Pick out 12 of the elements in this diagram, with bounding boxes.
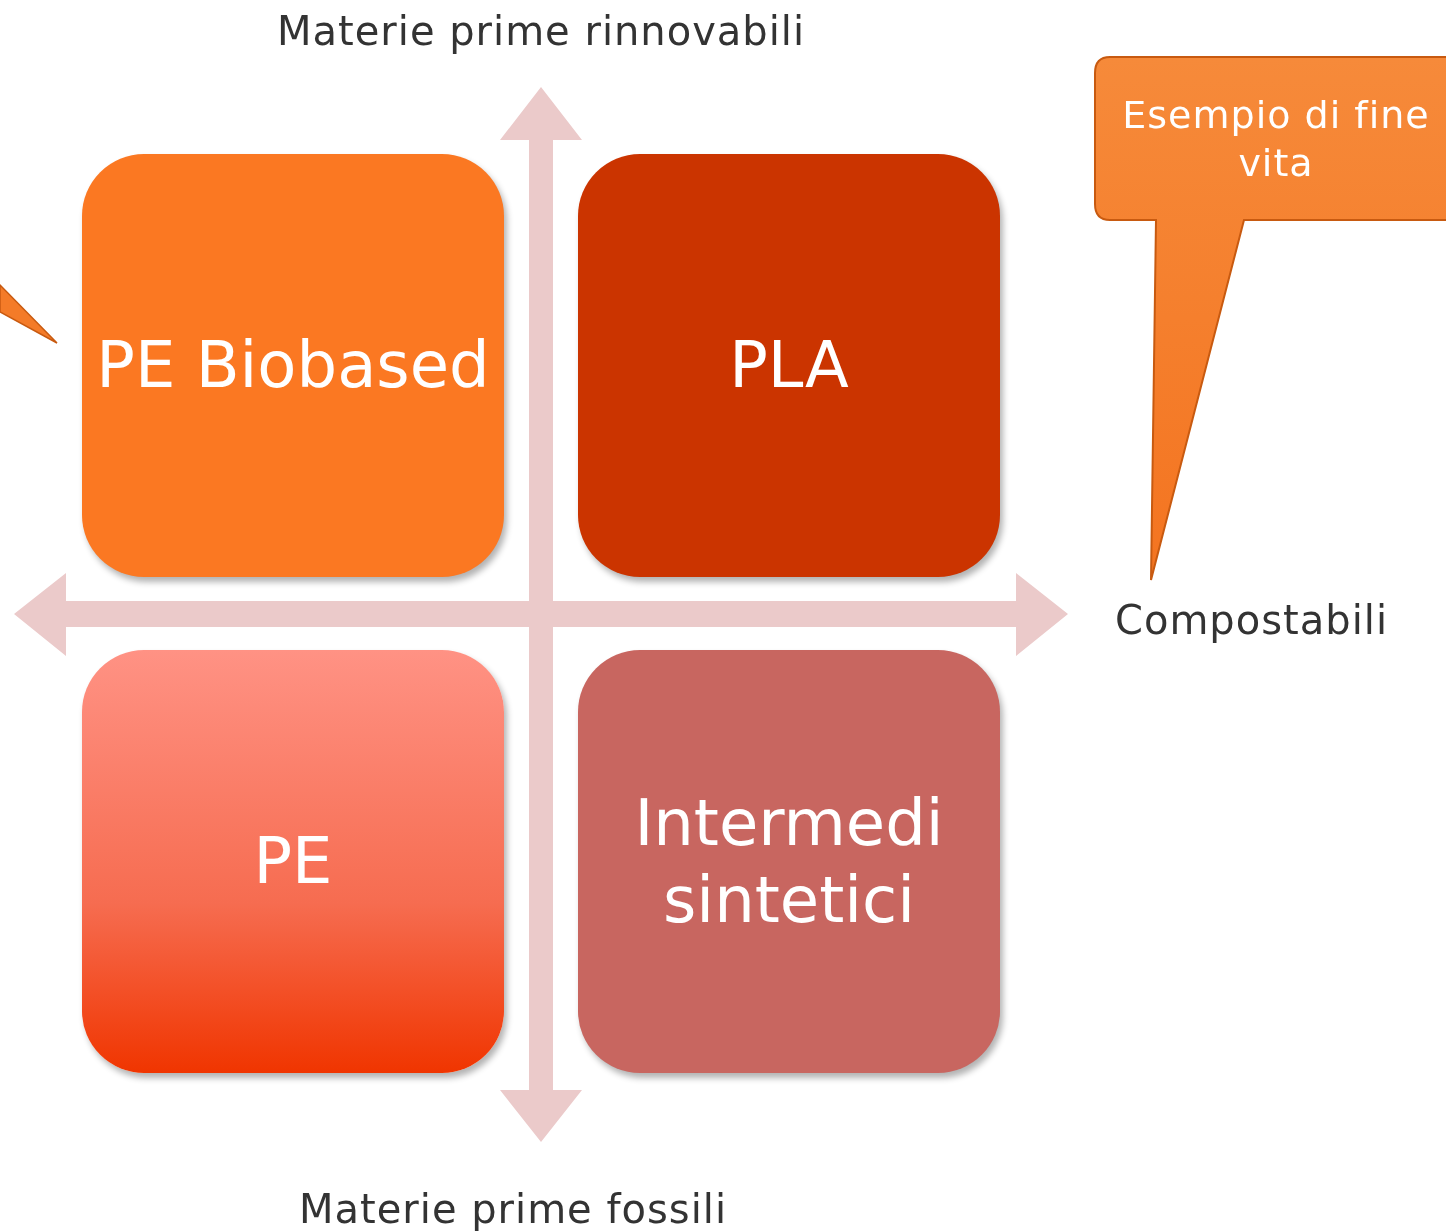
quadrant-box — [578, 650, 1000, 1073]
quadrant-label: PLA — [729, 327, 849, 404]
axis-label: Materie prime rinnovabili — [277, 8, 806, 54]
quadrant-label: Intermedi sintetici — [633, 784, 945, 939]
quadrant-box — [82, 650, 504, 1073]
quadrant-box — [82, 154, 504, 577]
quadrant-label: PE Biobased — [96, 327, 490, 404]
quadrant-label: PE — [253, 823, 333, 900]
axis-label: Materie prime fossili — [299, 1186, 727, 1231]
quadrant-box — [578, 154, 1000, 577]
axis-label: Compostabili — [1115, 597, 1388, 643]
callout-text: Esempio di fine vita — [1121, 92, 1431, 187]
